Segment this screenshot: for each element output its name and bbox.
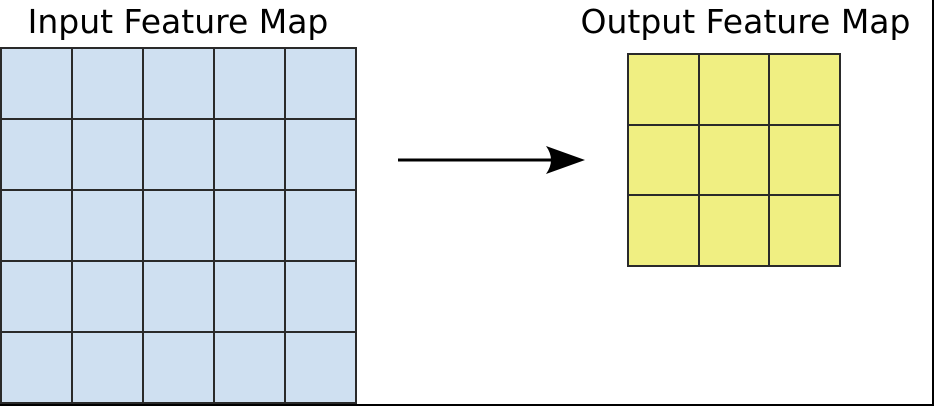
input-map-cell <box>2 49 71 118</box>
input-map-cell <box>2 191 71 260</box>
output-map-cell <box>770 196 839 265</box>
input-feature-map-title: Input Feature Map <box>27 2 329 41</box>
arrow-head <box>546 146 585 174</box>
input-map-cell <box>215 49 284 118</box>
input-map-cell <box>73 49 142 118</box>
output-feature-map-title: Output Feature Map <box>580 2 911 41</box>
input-map-cell <box>215 262 284 331</box>
input-map-cell <box>2 120 71 189</box>
input-map-cell <box>286 262 355 331</box>
input-map-cell <box>144 191 213 260</box>
output-map-cell <box>629 196 698 265</box>
input-map-cell <box>73 191 142 260</box>
input-map-cell <box>215 333 284 402</box>
input-map-cell <box>2 262 71 331</box>
output-map-cell <box>699 196 769 265</box>
input-feature-map-grid <box>0 47 357 404</box>
output-map-cell <box>770 55 839 124</box>
input-map-cell <box>2 333 71 402</box>
output-map-cell <box>699 55 769 124</box>
output-map-cell <box>699 125 769 195</box>
input-map-cell <box>286 333 355 402</box>
input-map-cell <box>73 120 142 189</box>
input-map-cell <box>73 333 142 402</box>
output-map-cell <box>629 125 698 195</box>
right-arrow-icon <box>398 146 585 174</box>
input-map-cell <box>73 262 142 331</box>
input-map-cell <box>286 191 355 260</box>
output-map-cell <box>770 125 839 195</box>
output-feature-map-grid <box>627 53 841 267</box>
input-map-cell <box>144 49 213 118</box>
input-map-cell <box>144 333 213 402</box>
output-map-cell <box>629 55 698 124</box>
input-map-cell <box>215 191 284 260</box>
input-map-cell <box>144 120 213 189</box>
input-map-cell <box>144 262 213 331</box>
input-map-cell <box>215 120 284 189</box>
input-map-cell <box>286 120 355 189</box>
input-map-cell <box>286 49 355 118</box>
